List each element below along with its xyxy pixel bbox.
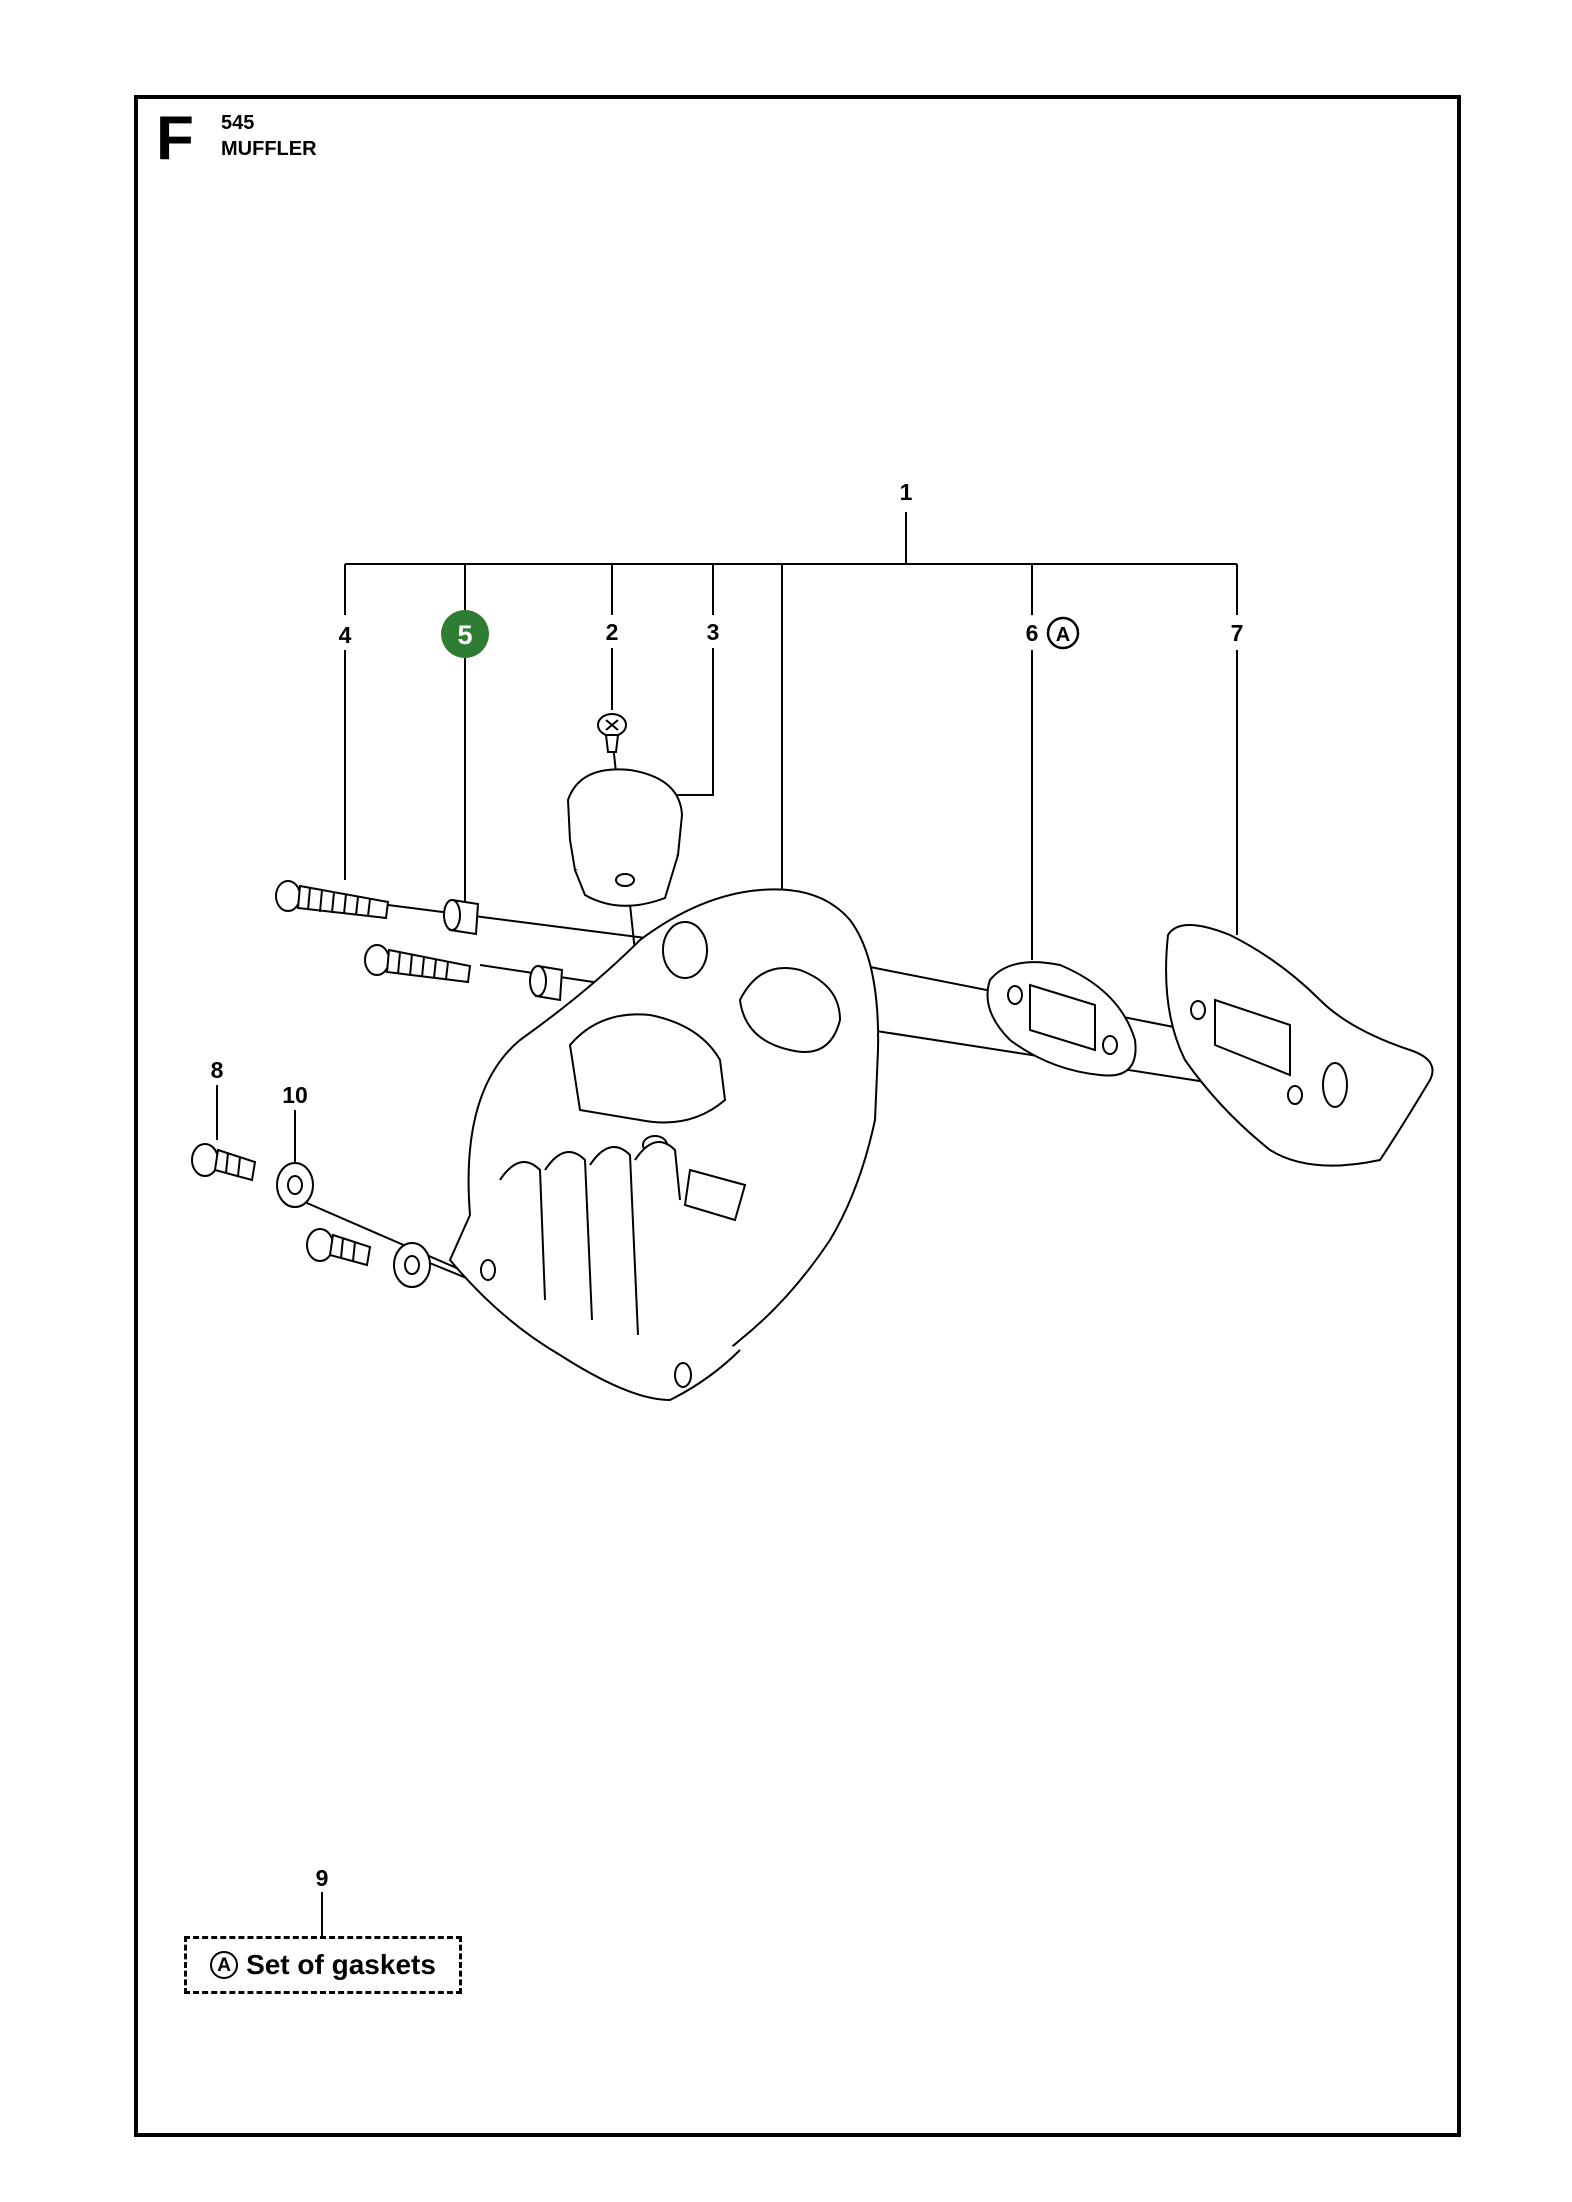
model-number: 545: [221, 112, 255, 134]
spacer-sleeve-upper: [443, 898, 480, 936]
callout-9: 9: [316, 1865, 329, 1891]
washer-upper: [276, 1162, 314, 1208]
deflector-cap: [566, 768, 684, 907]
legend-mark: A: [210, 1951, 239, 1979]
callout-3: 3: [707, 619, 720, 645]
heat-shield: [1165, 924, 1434, 1167]
callout-6: 6: [1026, 620, 1039, 646]
screw-long-upper: [275, 880, 390, 920]
washer-lower: [393, 1242, 431, 1288]
callout-1: 1: [900, 479, 913, 505]
screw-short-lower: [306, 1228, 372, 1267]
legend-box: A Set of gaskets: [184, 1936, 462, 1994]
legend-text: Set of gaskets: [246, 1949, 436, 1980]
gasket: [986, 961, 1137, 1077]
small-screw: [597, 713, 627, 753]
page-frame: [134, 95, 1461, 2137]
screw-long-lower: [364, 944, 472, 984]
screw-short-upper: [191, 1143, 257, 1182]
callout-10: 10: [282, 1082, 308, 1108]
spacer-sleeve-lower: [529, 964, 564, 1002]
callout-5: 5: [457, 620, 472, 650]
callout-2: 2: [606, 619, 619, 645]
callout-8: 8: [211, 1057, 224, 1083]
callout-7: 7: [1231, 620, 1244, 646]
muffler-body: [448, 888, 880, 1402]
group-mark-a: A: [1046, 616, 1080, 650]
callout-5-highlight: 5: [441, 610, 489, 658]
callout-4: 4: [339, 622, 352, 648]
section-title: MUFFLER: [221, 138, 317, 160]
svg-text:A: A: [1056, 624, 1070, 646]
section-letter: F: [156, 104, 194, 173]
